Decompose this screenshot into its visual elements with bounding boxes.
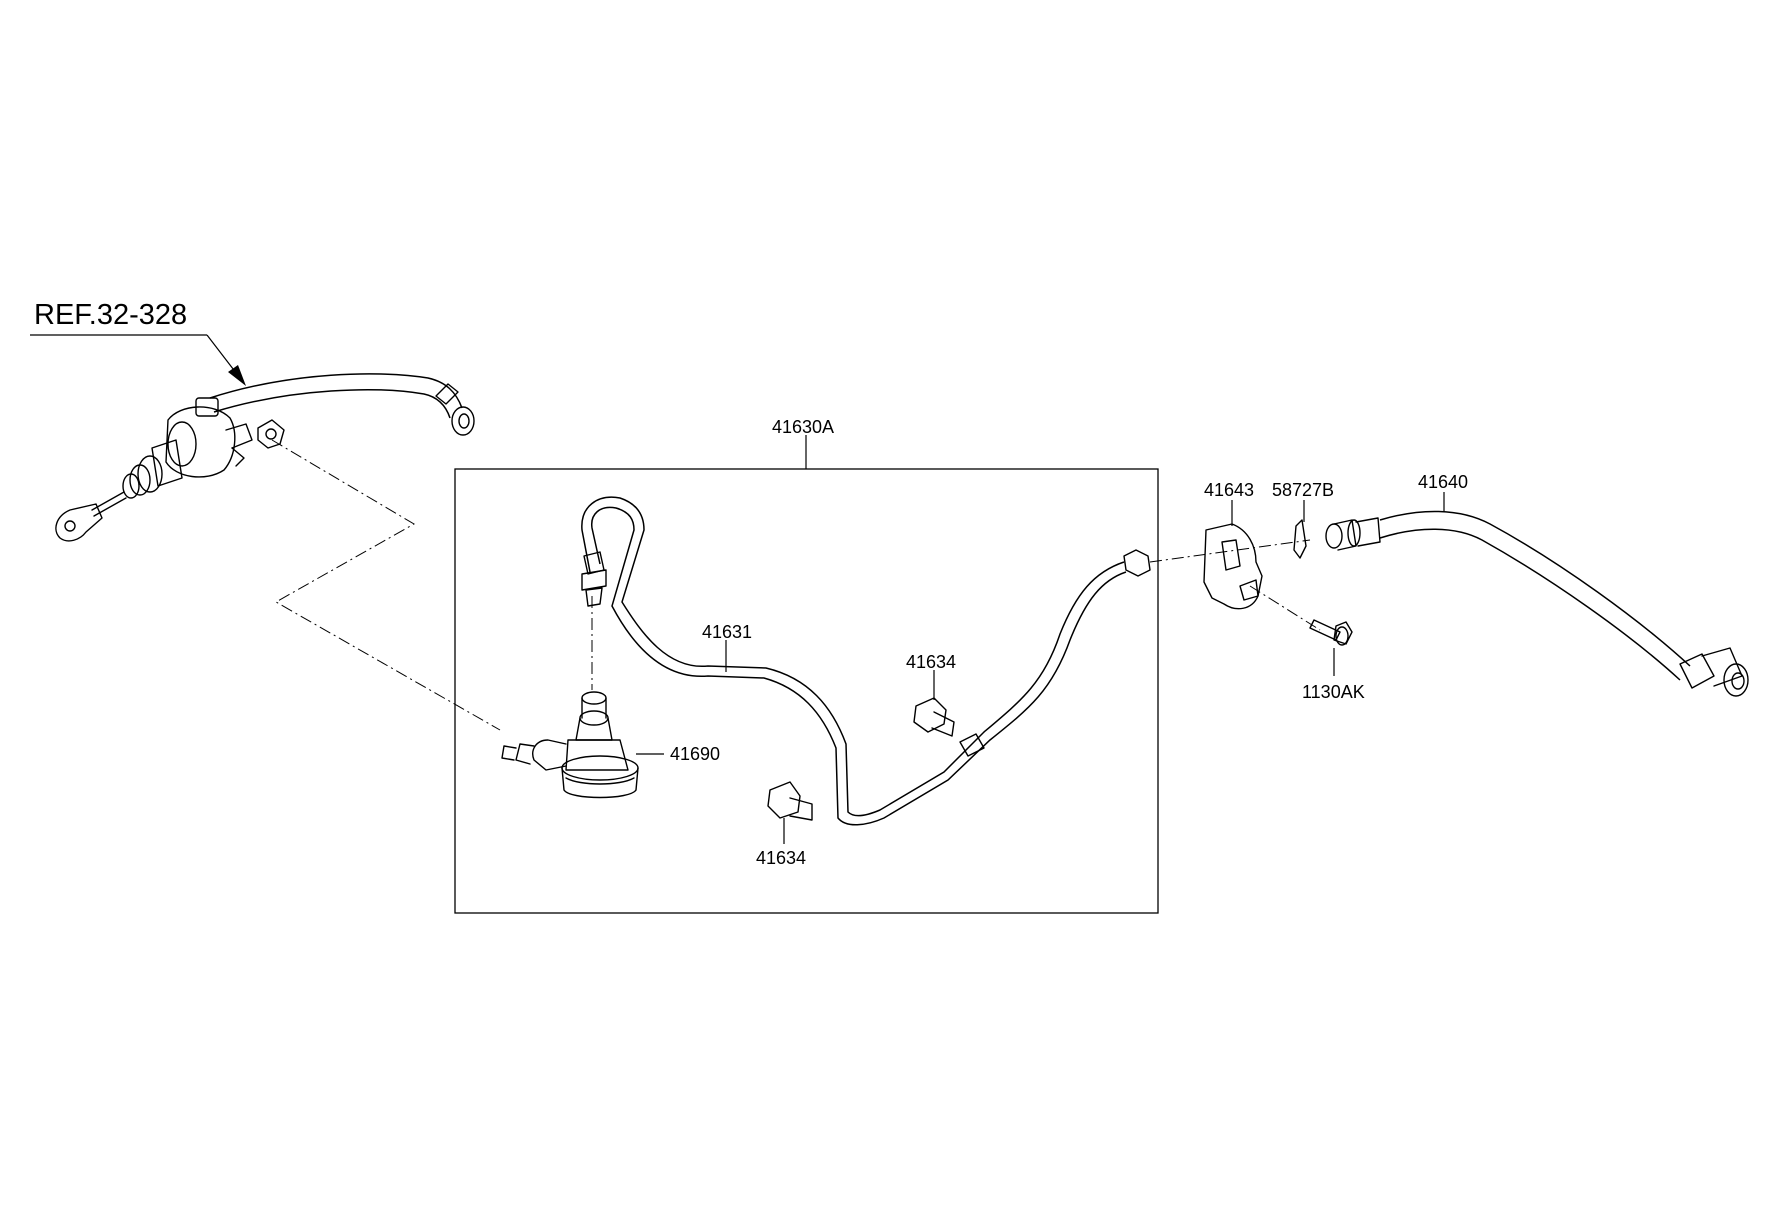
label-41640: 41640 <box>1418 472 1468 492</box>
dashline-master-to-release <box>271 439 501 731</box>
pipe-clip-41634-upper: 41634 <box>906 652 956 737</box>
pipe-sleeve <box>959 733 985 757</box>
pipe-clip-41634-lower: 41634 <box>756 781 813 868</box>
release-inlet-nipple <box>501 745 517 761</box>
bolt-head <box>1333 621 1353 645</box>
clip-lower-body <box>767 781 801 819</box>
reference-label: REF.32-328 <box>34 299 187 331</box>
release-cylinder-41690: 41690 <box>501 691 720 799</box>
bracket-41643: 41643 <box>1203 480 1263 610</box>
hose-end-fitting <box>451 406 475 436</box>
clutch-pipe-41631: 41631 <box>581 496 1151 826</box>
dust-boot <box>137 455 163 493</box>
bracket-plate <box>1203 523 1263 610</box>
assembly-frame <box>454 468 1159 914</box>
mounting-flange <box>151 439 183 487</box>
release-base-ring <box>561 767 639 799</box>
hose-left-nut <box>1325 523 1343 549</box>
reference-callout: REF.32-328 <box>30 299 246 386</box>
label-41690: 41690 <box>670 744 720 764</box>
hose-body-upper <box>1379 510 1691 667</box>
connection-lines <box>271 439 1321 731</box>
hose-right-end <box>1723 663 1749 697</box>
bracket-slot <box>1221 539 1241 571</box>
push-rod-clevis <box>55 503 103 542</box>
reservoir-hose-outer <box>209 373 463 409</box>
reservoir-hose-inner <box>213 389 451 419</box>
label-58727B: 58727B <box>1272 480 1334 500</box>
label-41630A: 41630A <box>772 417 834 437</box>
release-inlet-elbow <box>532 739 567 771</box>
dashline-bracket-hose <box>1149 539 1311 563</box>
assembly-box-41630A: 41630A <box>454 417 1159 914</box>
release-body <box>565 739 629 771</box>
release-top-fitting <box>581 691 607 705</box>
pipe-line-b <box>581 496 1125 817</box>
pipe-line-a <box>591 506 1127 826</box>
hose-right-nut <box>1701 647 1743 687</box>
label-41634-lower: 41634 <box>756 848 806 868</box>
reference-arrowhead <box>228 365 246 386</box>
retaining-clip <box>1293 519 1307 559</box>
hose-clip <box>435 383 459 405</box>
hose-body-lower <box>1379 528 1681 681</box>
clutch-hose-41640: 41640 <box>1325 472 1749 697</box>
label-41634-upper: 41634 <box>906 652 956 672</box>
hose-right-ferrule <box>1679 653 1715 689</box>
pipe-flare-nut <box>1123 549 1151 577</box>
clip-58727B: 58727B <box>1272 480 1334 559</box>
label-1130AK: 1130AK <box>1302 682 1365 702</box>
hose-left-ferrule <box>1355 517 1381 547</box>
bolt-1130AK: 1130AK <box>1302 619 1365 702</box>
dashline-bolt <box>1249 585 1321 631</box>
label-41631: 41631 <box>702 622 752 642</box>
label-41643: 41643 <box>1204 480 1254 500</box>
bleeder-nipple <box>585 587 603 607</box>
outlet-fitting <box>257 419 285 449</box>
master-cylinder-assembly <box>55 373 475 542</box>
release-base-ring-top <box>561 755 639 781</box>
